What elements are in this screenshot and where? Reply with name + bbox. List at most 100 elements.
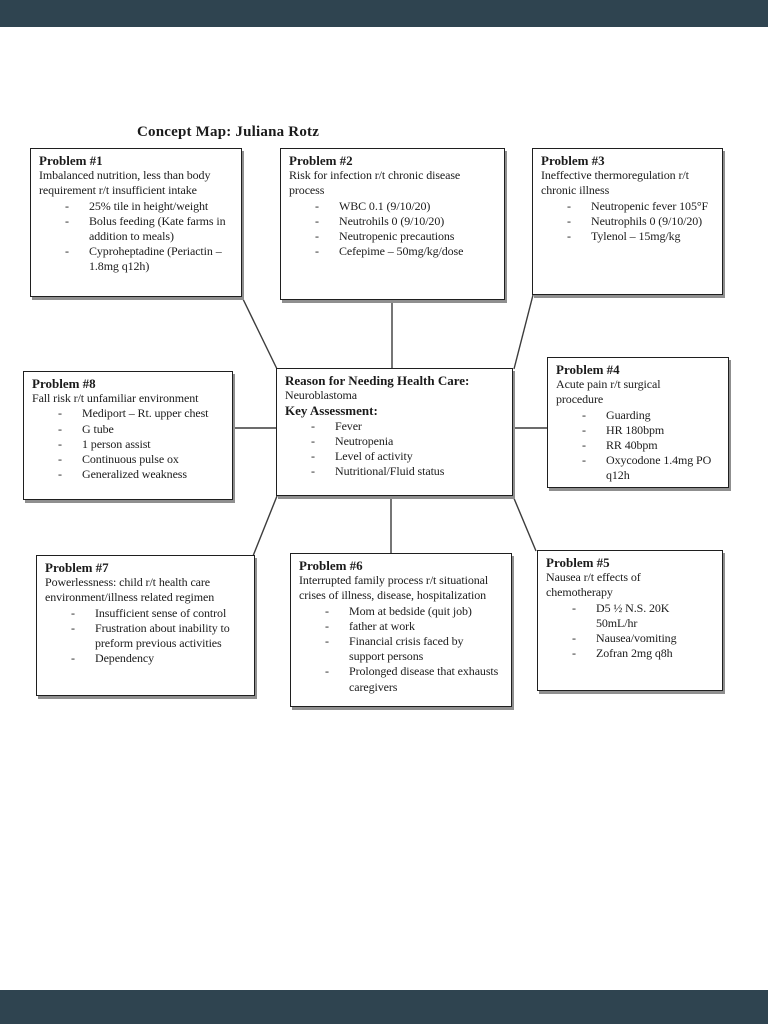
problem-4-description: Acute pain r/t surgical procedure: [556, 377, 661, 407]
reason-for-care-box: Reason for Needing Health Care: Neurobla…: [276, 368, 513, 496]
bullet-text: Financial crisis faced by support person…: [349, 634, 464, 664]
bullet-text: Guarding: [606, 407, 651, 422]
bullet-item: -Mediport – Rt. upper chest: [32, 406, 225, 421]
bullet-text: Mom at bedside (quit job): [349, 603, 472, 618]
bullet-item: - Guarding: [556, 408, 721, 423]
bullet-item: - Neutrohils 0 (9/10/20): [289, 214, 497, 229]
bullet-dash: -: [311, 433, 315, 448]
bullet-dash: -: [572, 631, 576, 646]
problem-1-heading: Problem #1: [39, 153, 103, 168]
problem-5-description: Nausea r/t effects of chemotherapy: [546, 570, 641, 600]
bullet-dash: -: [58, 467, 62, 482]
problem-4-box: Problem #4 Acute pain r/t surgical proce…: [547, 357, 729, 488]
bullet-item: -25% tile in height/weight: [39, 199, 234, 214]
connector-p3-center: [513, 294, 534, 370]
bullet-dash: -: [567, 229, 571, 244]
problem-7-bullets: - Insufficient sense of control-Frustrati…: [45, 606, 247, 667]
bullet-text: 1 person assist: [82, 436, 151, 451]
problem-1-description: Imbalanced nutrition, less than body req…: [39, 168, 211, 198]
bullet-text: Insufficient sense of control: [95, 605, 227, 620]
bullet-text: HR 180bpm: [606, 422, 665, 437]
problem-7-box: Problem #7 Powerlessness: child r/t heal…: [36, 555, 255, 696]
bullet-item: -G tube: [32, 422, 225, 437]
bullet-item: -WBC 0.1 (9/10/20): [289, 199, 497, 214]
bullet-text: Generalized weakness: [82, 467, 187, 482]
bullet-item: -Frustration about inability to preform …: [45, 621, 247, 651]
problem-5-bullets: -D5 ½ N.S. 20K 50mL/hr-Nausea/vomiting-Z…: [546, 601, 715, 662]
bullet-text: Bolus feeding (Kate farms in addition to…: [89, 213, 226, 244]
bullet-dash: -: [325, 618, 329, 633]
bullet-dash: -: [325, 603, 329, 618]
bullet-text: Prolonged disease that exhausts caregive…: [349, 664, 499, 694]
key-assessment-bullets: -Fever-Neutropenia-Level of activity-Nut…: [285, 419, 505, 480]
bullet-text: Fever: [335, 418, 362, 433]
problem-5-box: Problem #5 Nausea r/t effects of chemoth…: [537, 550, 723, 691]
bullet-item: - Nausea/vomiting: [546, 631, 715, 646]
bullet-text: father at work: [349, 618, 415, 633]
bullet-text: Oxycodone 1.4mg PO q12h: [606, 453, 712, 483]
problem-3-heading: Problem #3: [541, 153, 605, 168]
bullet-item: -RR 40bpm: [556, 438, 721, 453]
bullet-dash: -: [311, 449, 315, 464]
bullet-item: - Mom at bedside (quit job): [299, 604, 504, 619]
bullet-text: Mediport – Rt. upper chest: [82, 406, 209, 421]
problem-6-description: Interrupted family process r/t situation…: [299, 573, 489, 603]
bullet-text: WBC 0.1 (9/10/20): [339, 198, 431, 213]
reason-heading: Reason for Needing Health Care:: [285, 373, 470, 388]
bullet-dash: -: [567, 198, 571, 213]
bullet-dash: -: [65, 213, 69, 228]
bullet-dash: -: [71, 651, 75, 666]
bullet-dash: -: [65, 244, 69, 259]
problem-1-bullets: -25% tile in height/weight-Bolus feeding…: [39, 199, 234, 275]
bullet-item: -Fever: [285, 419, 505, 434]
problem-2-box: Problem #2 Risk for infection r/t chroni…: [280, 148, 505, 300]
bullet-item: -D5 ½ N.S. 20K 50mL/hr: [546, 601, 715, 631]
bullet-text: G tube: [82, 421, 114, 436]
problem-8-heading: Problem #8: [32, 376, 96, 391]
bullet-dash: -: [315, 244, 319, 259]
bullet-item: - Neutrophils 0 (9/10/20): [541, 214, 715, 229]
problem-5-heading: Problem #5: [546, 555, 610, 570]
bullet-text: Cefepime – 50mg/kg/dose: [339, 244, 464, 259]
bullet-dash: -: [315, 213, 319, 228]
bullet-dash: -: [582, 407, 586, 422]
problem-1-box: Problem #1 Imbalanced nutrition, less th…: [30, 148, 242, 297]
bullet-dash: -: [71, 605, 75, 620]
bullet-dash: -: [582, 453, 586, 468]
diagnosis-text: Neuroblastoma: [285, 388, 358, 403]
bullet-dash: -: [325, 664, 329, 679]
bullet-item: - Dependency: [45, 651, 247, 666]
bullet-item: - Cyproheptadine (Periactin – 1.8mg q12h): [39, 244, 234, 274]
bullet-text: Continuous pulse ox: [82, 452, 179, 467]
bullet-dash: -: [582, 438, 586, 453]
bullet-item: - Generalized weakness: [32, 467, 225, 482]
bullet-text: Cyproheptadine (Periactin – 1.8mg q12h): [89, 244, 222, 274]
bullet-item: - Prolonged disease that exhausts caregiv…: [299, 664, 504, 694]
bullet-item: - father at work: [299, 619, 504, 634]
bullet-text: Level of activity: [335, 449, 413, 464]
bullet-text: Neutropenia: [335, 433, 394, 448]
problem-4-bullets: -Guarding-HR 180bpm-RR 40bpm-Oxycodone 1…: [556, 408, 721, 484]
problem-2-heading: Problem #2: [289, 153, 353, 168]
connector-center-p7: [252, 495, 278, 557]
key-assessment-heading: Key Assessment:: [285, 403, 378, 419]
bullet-dash: -: [572, 646, 576, 661]
bullet-item: - Level of activity: [285, 449, 505, 464]
problem-8-description: Fall risk r/t unfamiliar environment: [32, 391, 199, 406]
bullet-item: - Cefepime – 50mg/kg/dose: [289, 244, 497, 259]
bullet-text: Dependency: [95, 651, 154, 666]
problem-3-description: Ineffective thermoregulation r/t chronic…: [541, 168, 689, 198]
bullet-text: Neutrophils 0 (9/10/20): [591, 213, 703, 228]
bullet-dash: -: [58, 452, 62, 467]
bullet-dash: -: [58, 436, 62, 451]
bullet-dash: -: [567, 213, 571, 228]
bullet-item: -Zofran 2mg q8h: [546, 646, 715, 661]
bullet-dash: -: [572, 600, 576, 615]
bullet-text: Neutropenic precautions: [339, 229, 455, 244]
bullet-text: Tylenol – 15mg/kg: [591, 229, 681, 244]
bullet-item: - Neutropenia: [285, 434, 505, 449]
viewer-top-bar: [0, 0, 768, 27]
bullet-text: Nausea/vomiting: [596, 631, 677, 646]
bullet-text: Neutrohils 0 (9/10/20): [339, 213, 445, 228]
